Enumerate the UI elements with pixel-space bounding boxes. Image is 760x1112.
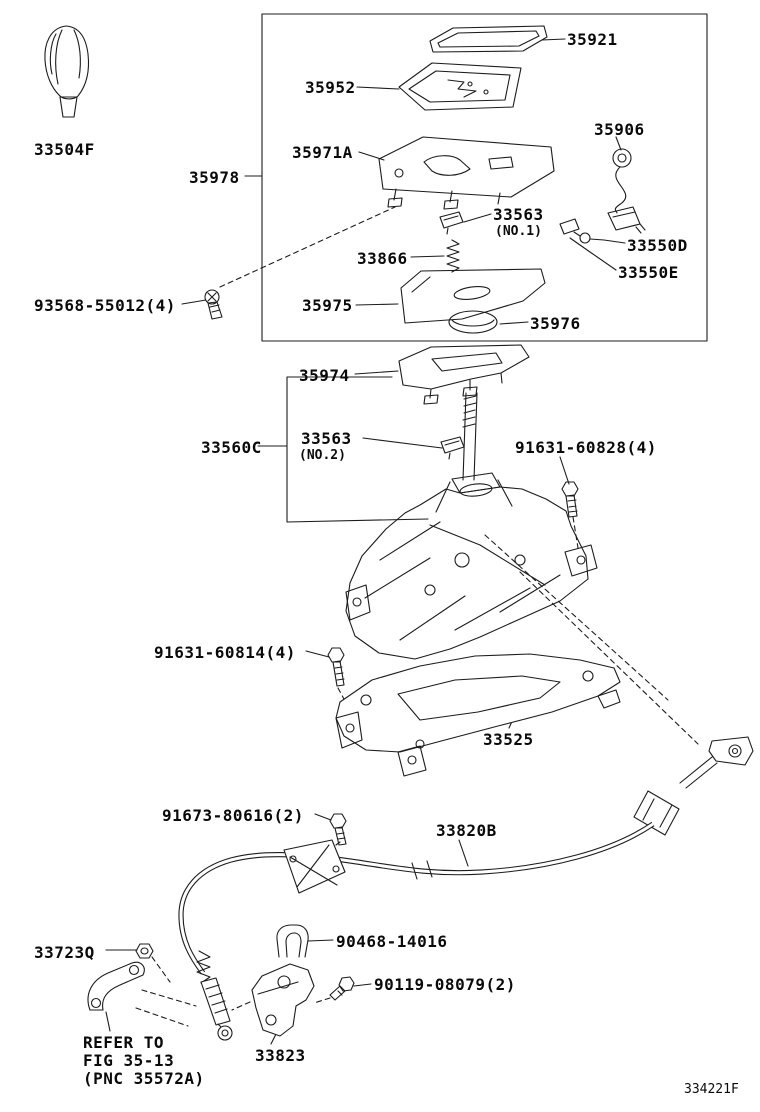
- part-label-91631-60814: 91631-60814(4): [154, 643, 296, 662]
- figure-code: 334221F: [684, 1082, 739, 1097]
- part-label-33823: 33823: [255, 1046, 306, 1065]
- part-33563-no2-art: [440, 436, 465, 460]
- part-label-90468-14016: 90468-14016: [336, 932, 448, 951]
- clamp-90468-art: [276, 924, 309, 958]
- leader-lines: [105, 38, 626, 1045]
- part-label-35906: 35906: [594, 120, 645, 139]
- refer-note-line1: REFER TO: [83, 1033, 165, 1052]
- part-label-33550D: 33550D: [627, 236, 688, 255]
- part-label-33563-no2: 33563: [301, 429, 352, 448]
- part-label-33723Q: 33723Q: [34, 943, 95, 962]
- refer-strap-art: [87, 961, 145, 1011]
- nut-33723Q-art: [135, 943, 154, 959]
- part-label-33820B: 33820B: [436, 821, 497, 840]
- part-35976-art: [448, 310, 498, 334]
- refer-note-line3: (PNC 35572A): [83, 1069, 205, 1088]
- part-label-33525: 33525: [483, 730, 534, 749]
- bolt-91673-80616-art: [329, 813, 347, 846]
- part-label-91631-60828: 91631-60828(4): [515, 438, 657, 457]
- part-label-90119-08079: 90119-08079(2): [374, 975, 516, 994]
- shift-knob-art: [44, 25, 90, 118]
- part-label-91673-80616: 91673-80616(2): [162, 806, 304, 825]
- bolt-90119-art: [329, 976, 355, 1001]
- part-33866-art: [446, 239, 460, 273]
- part-label-35976: 35976: [530, 314, 581, 333]
- part-35921-art: [429, 25, 548, 53]
- part-label-33563-no2-note: (NO.2): [299, 448, 346, 463]
- part-label-33560C: 33560C: [201, 438, 262, 457]
- part-93568-screw-art: [204, 289, 223, 320]
- assembly-box: [261, 13, 708, 342]
- part-35952-art: [398, 62, 522, 111]
- part-33823-art: [251, 963, 315, 1037]
- part-label-33550E: 33550E: [618, 263, 679, 282]
- part-label-35975: 35975: [302, 296, 353, 315]
- part-label-33504F: 33504F: [34, 140, 95, 159]
- bolt-91631-60814-art: [327, 647, 345, 687]
- part-33550-art: [559, 218, 591, 244]
- housing-33560C-art: [345, 472, 598, 660]
- bolt-91631-60828-art: [561, 481, 579, 518]
- refer-note-line2: FIG 35-13: [83, 1051, 175, 1070]
- part-33563-no1-art: [439, 211, 464, 235]
- part-35971A-art: [378, 136, 555, 210]
- part-label-35974: 35974: [299, 366, 350, 385]
- part-label-35971A: 35971A: [292, 143, 353, 162]
- shift-shaft-art: [462, 392, 478, 481]
- part-label-35921: 35921: [567, 30, 618, 49]
- cable-33820B-art: [178, 736, 754, 1041]
- part-35974-art: [398, 344, 530, 405]
- part-label-33563-no1: 33563: [493, 205, 544, 224]
- part-35975-art: [400, 268, 546, 324]
- part-33525-art: [335, 653, 621, 777]
- part-label-33866: 33866: [357, 249, 408, 268]
- dashed-alignment-lines: [135, 206, 699, 1027]
- part-label-35978: 35978: [189, 168, 240, 187]
- part-label-35952: 35952: [305, 78, 356, 97]
- part-label-93568-55012: 93568-55012(4): [34, 296, 176, 315]
- part-35906-art: [607, 148, 646, 234]
- part-label-33563-no1-note: (NO.1): [495, 224, 542, 239]
